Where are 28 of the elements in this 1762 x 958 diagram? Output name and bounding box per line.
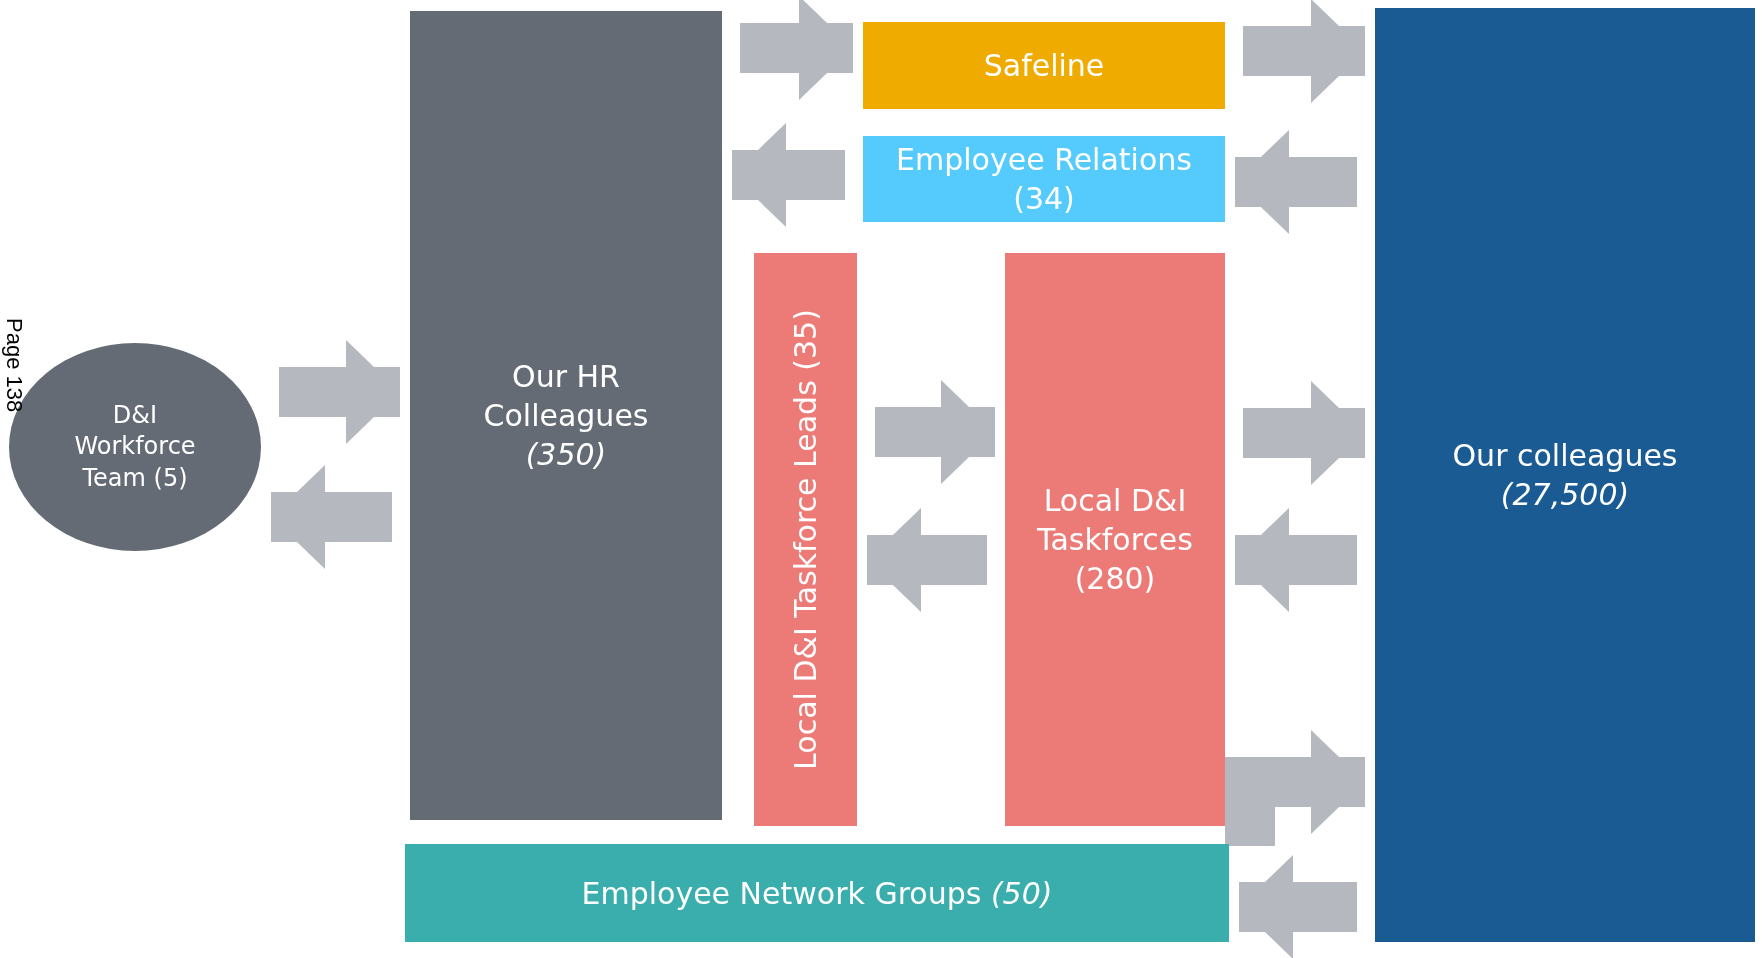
block-arrow: [867, 508, 987, 612]
group-box: [754, 253, 857, 826]
block-arrow: [1235, 508, 1357, 612]
node-label: Local D&I Taskforce Leads (35): [787, 309, 824, 770]
group-box: [1005, 253, 1225, 826]
group-box: [863, 136, 1225, 222]
node-label: Safeline: [983, 47, 1105, 85]
node-label: Employee Network Groups (50): [581, 874, 1053, 913]
block-arrow: [1225, 730, 1365, 846]
block-arrow: [732, 123, 845, 227]
node-label: Our HR Colleagues (350): [482, 358, 650, 474]
block-arrow: [1239, 855, 1357, 958]
node-label: Local D&I Taskforces (280): [1036, 482, 1194, 598]
node-label: D&I Workforce Team (5): [73, 400, 197, 494]
block-arrow: [740, 0, 853, 100]
service-box: [863, 22, 1225, 109]
block-arrow: [1243, 381, 1365, 485]
group-box: [1375, 8, 1755, 942]
group-box: [410, 11, 722, 820]
node-label: Employee Relations (34): [895, 141, 1193, 218]
node-label: Our colleagues (27,500): [1451, 437, 1679, 514]
group-box: [405, 844, 1229, 942]
block-arrow: [279, 340, 400, 444]
block-arrow: [875, 380, 995, 484]
block-arrow: [1235, 130, 1357, 234]
block-arrow: [1243, 0, 1365, 103]
block-arrow: [271, 465, 392, 569]
page-number: Page 138: [1, 318, 27, 413]
